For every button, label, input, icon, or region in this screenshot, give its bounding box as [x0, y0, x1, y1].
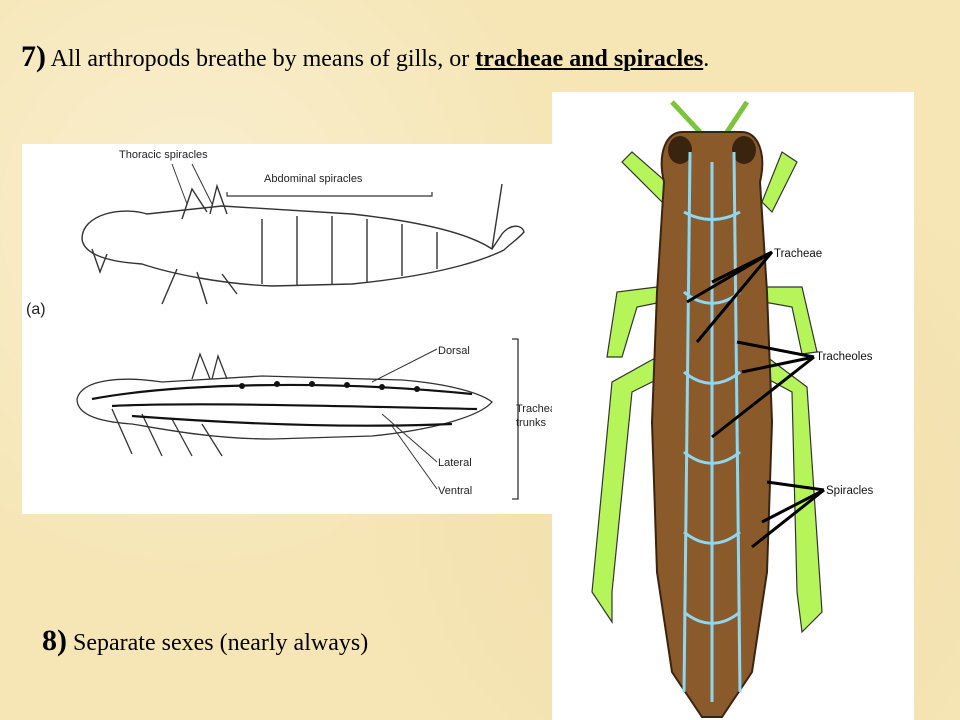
point-7-body: All arthropods breathe by means of gills… — [46, 46, 476, 72]
label-tracheoles: Tracheoles — [816, 351, 873, 363]
label-tracheal: Tracheal — [516, 403, 554, 415]
point-7-keyword: tracheae and spiracles — [475, 46, 704, 72]
tracheal-diagram-drawing: Thoracic spiracles Abdominal spiracles (… — [26, 149, 554, 500]
point-8-text: 8) Separate sexes (nearly always) — [42, 624, 368, 658]
label-dorsal: Dorsal — [438, 345, 470, 357]
label-abdominal-spiracles: Abdominal spiracles — [264, 173, 363, 185]
insect-tracheal-system-figure: Thoracic spiracles Abdominal spiracles (… — [22, 144, 554, 514]
label-spiracles: Spiracles — [826, 485, 874, 497]
label-lateral: Lateral — [438, 457, 472, 469]
label-ventral: Ventral — [438, 485, 472, 497]
panel-label-a: (a) — [26, 301, 46, 318]
point-7-number: 7) — [21, 40, 46, 73]
point-7-text: 7) All arthropods breathe by means of gi… — [21, 40, 709, 74]
label-thoracic-spiracles: Thoracic spiracles — [119, 149, 208, 161]
point-8-number: 8) — [42, 624, 67, 657]
point-7-period: . — [703, 46, 710, 72]
point-8-body: Separate sexes (nearly always) — [67, 630, 369, 656]
grasshopper-drawing: Tracheae Tracheoles Spiracles — [591, 100, 874, 718]
label-trunks: trunks — [516, 417, 546, 429]
grasshopper-respiratory-figure: Tracheae Tracheoles Spiracles — [552, 92, 914, 720]
label-tracheae: Tracheae — [774, 248, 822, 260]
